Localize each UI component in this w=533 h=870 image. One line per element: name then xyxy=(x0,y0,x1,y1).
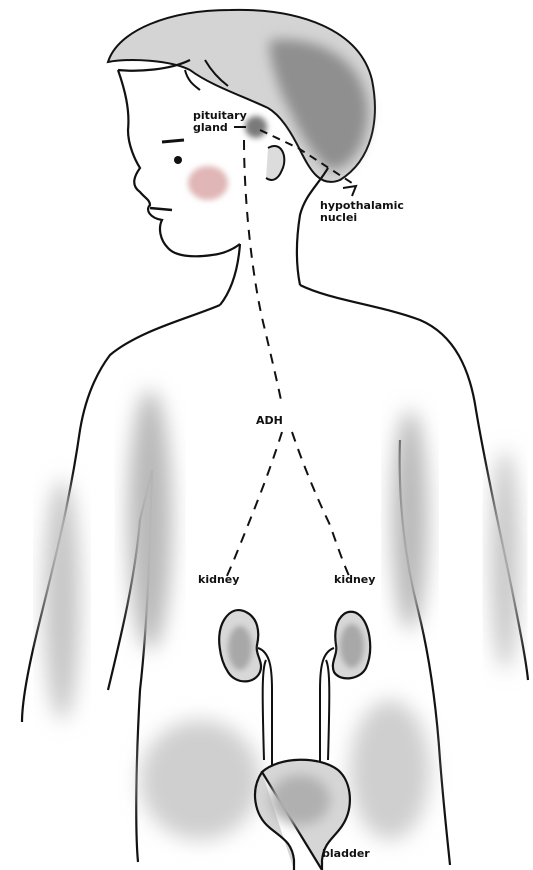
bladder-label: bladder xyxy=(322,848,370,860)
shade-lower xyxy=(140,720,260,840)
kidney-right-label: kidney xyxy=(334,574,375,586)
eyebrow xyxy=(162,140,184,142)
left-kidney-shade xyxy=(228,626,252,670)
bladder-shade xyxy=(270,775,330,825)
adh-label: ADH xyxy=(256,415,283,427)
left-kidney-dashed-path xyxy=(226,432,282,578)
adh-dashed-path xyxy=(244,140,282,405)
hypothalamus-label: hypothalamic nuclei xyxy=(320,200,404,224)
shade-right-side xyxy=(392,410,428,630)
mouth xyxy=(150,208,172,210)
pituitary-label-line2: gland xyxy=(193,122,247,134)
kidney-left-label: kidney xyxy=(198,574,239,586)
pituitary-gland xyxy=(245,116,267,138)
right-ureter xyxy=(320,648,334,770)
eye xyxy=(174,156,182,164)
hypothalamus-arrow xyxy=(343,186,356,196)
shade-arm-right xyxy=(491,450,519,670)
shade-lower-right xyxy=(350,700,430,840)
shade-arm-left xyxy=(44,480,80,720)
ear xyxy=(266,146,284,180)
hypothalamus-label-line2: nuclei xyxy=(320,212,404,224)
neck-back xyxy=(297,168,328,285)
right-kidney-shade xyxy=(340,624,364,668)
shade-left-side xyxy=(128,390,172,650)
right-kidney-dashed-path xyxy=(292,432,350,578)
pituitary-label: pituitary gland xyxy=(193,110,247,134)
cheek xyxy=(188,166,228,200)
